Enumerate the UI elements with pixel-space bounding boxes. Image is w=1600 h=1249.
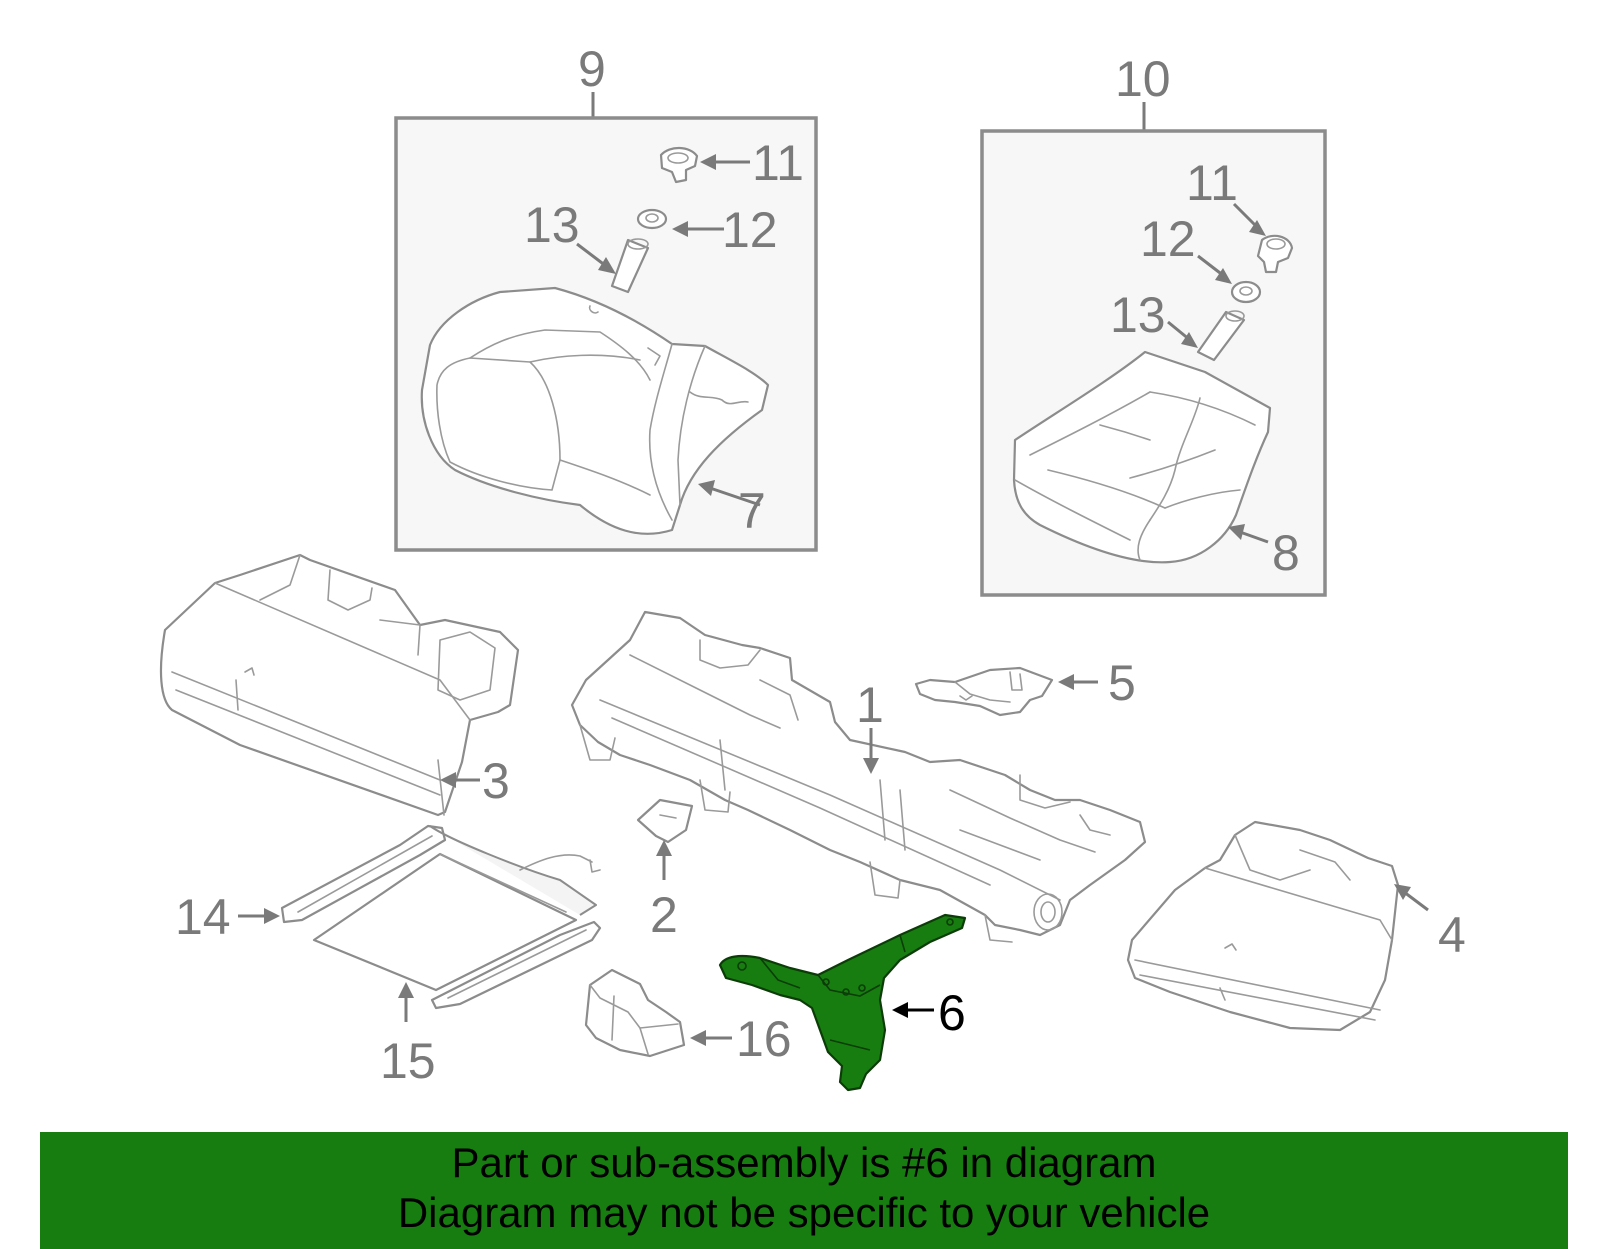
part-13-pin-left[interactable] — [610, 238, 650, 294]
part-8-seat-cushion[interactable] — [1012, 350, 1272, 564]
callout-2-leader — [656, 840, 672, 880]
part-14-side-trim[interactable] — [280, 824, 601, 924]
callout-5-leader — [1058, 674, 1098, 690]
callout-11a-leader — [700, 154, 750, 170]
callout-13a-leader — [576, 242, 616, 274]
callout-13-right[interactable]: 13 — [1110, 287, 1166, 343]
callout-7-leader — [698, 480, 761, 507]
part-16-cover[interactable] — [584, 968, 686, 1058]
callout-15-leader — [398, 982, 414, 1022]
banner-line-1: Part or sub-assembly is #6 in diagram — [451, 1139, 1157, 1186]
callout-1-leader — [863, 728, 879, 774]
callout-13-left[interactable]: 13 — [524, 197, 580, 253]
part-2-clip[interactable] — [636, 798, 694, 844]
callout-3-leader — [440, 772, 480, 788]
callout-5[interactable]: 5 — [1108, 655, 1136, 711]
callout-16[interactable]: 16 — [736, 1011, 792, 1067]
info-banner: Part or sub-assembly is #6 in diagram Di… — [40, 1132, 1568, 1249]
part-4-right-seat-pan[interactable] — [1126, 820, 1400, 1032]
part-11-clip-upper-left[interactable] — [659, 146, 699, 184]
callout-12-right[interactable]: 12 — [1140, 211, 1196, 267]
part-11-clip-right[interactable] — [1256, 234, 1294, 274]
callout-8-leader — [1228, 524, 1269, 544]
callout-11-right[interactable]: 11 — [1186, 155, 1238, 211]
callout-12-left[interactable]: 12 — [722, 202, 778, 258]
callout-8[interactable]: 8 — [1272, 525, 1300, 581]
part-7-seat-back-cushion[interactable] — [420, 286, 770, 535]
callout-10[interactable]: 10 — [1115, 51, 1171, 107]
part-6-highlighted-bracket[interactable] — [718, 913, 967, 1092]
part-5-bracket[interactable] — [914, 666, 1054, 717]
part-15-seat-mat[interactable] — [312, 852, 602, 1010]
callout-4-leader — [1394, 884, 1429, 912]
callout-3[interactable]: 3 — [482, 753, 510, 809]
callout-12b-leader — [1197, 254, 1232, 284]
callout-2[interactable]: 2 — [650, 887, 678, 943]
banner-line-2: Diagram may not be specific to your vehi… — [397, 1189, 1211, 1236]
callout-11b-leader — [1232, 202, 1266, 236]
callout-12a-leader — [672, 221, 724, 237]
callout-4[interactable]: 4 — [1438, 907, 1466, 963]
callout-7[interactable]: 7 — [738, 483, 766, 539]
callout-13b-leader — [1167, 320, 1198, 348]
callout-16-leader — [690, 1030, 732, 1046]
callout-1[interactable]: 1 — [856, 677, 884, 733]
callout-9[interactable]: 9 — [578, 41, 606, 97]
callout-14[interactable]: 14 — [175, 889, 231, 945]
callout-11-left[interactable]: 11 — [752, 135, 804, 191]
callout-6-leader — [892, 1002, 934, 1018]
callout-6[interactable]: 6 — [938, 985, 966, 1041]
part-12-grommet-right[interactable] — [1230, 280, 1262, 304]
part-1-seat-frame[interactable] — [570, 610, 1147, 943]
part-12-grommet-left[interactable] — [636, 208, 668, 230]
part-13-pin-right[interactable] — [1196, 310, 1246, 362]
callout-14-leader — [238, 908, 280, 924]
part-3-left-seat-pan[interactable] — [159, 553, 520, 817]
callout-15[interactable]: 15 — [380, 1033, 436, 1089]
